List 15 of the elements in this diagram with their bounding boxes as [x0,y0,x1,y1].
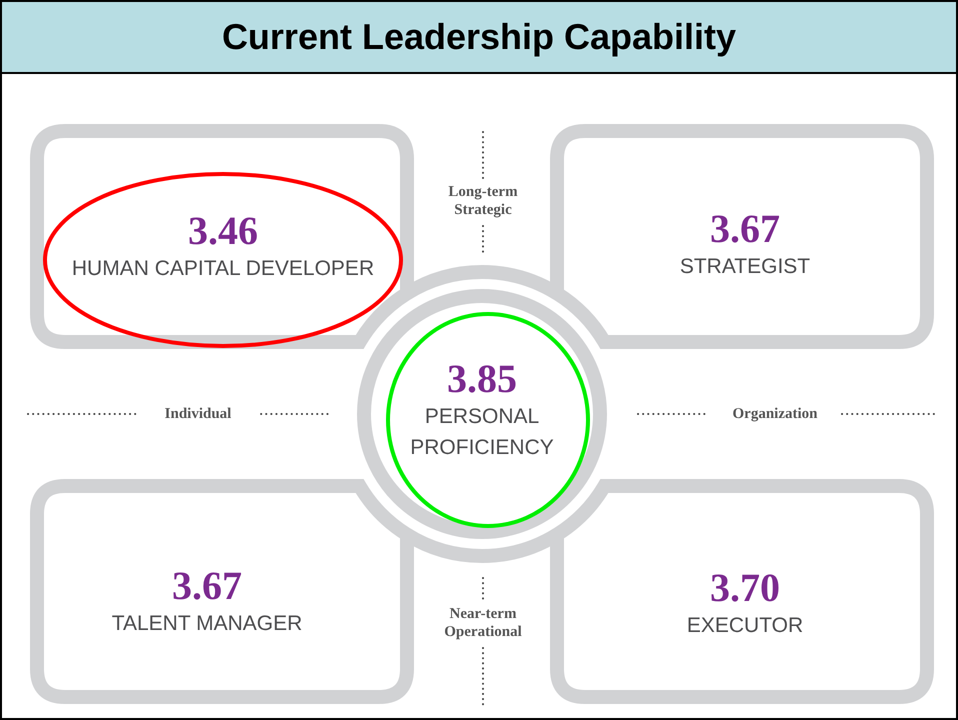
score-value: 3.85 [447,356,517,400]
capability-name: TALENT MANAGER [112,611,302,638]
score-value: 3.46 [188,209,258,254]
score-value: 3.67 [710,207,780,252]
score-value: 3.70 [710,566,780,610]
score-value: 3.67 [172,564,242,608]
quadrant-panel [29,123,415,350]
quadrant-panel [549,478,935,705]
quadrant-panel [29,478,415,705]
capability-name: STRATEGIST [680,254,810,280]
capability-name: EXECUTOR [686,613,804,640]
title: Current Leadership Capability [222,15,736,59]
quadrant-panel [549,123,935,350]
capability-name: HUMAN CAPITAL DEVELOPER [72,256,374,282]
capability-name: PERSONAL PROFICIENCY [409,404,555,461]
